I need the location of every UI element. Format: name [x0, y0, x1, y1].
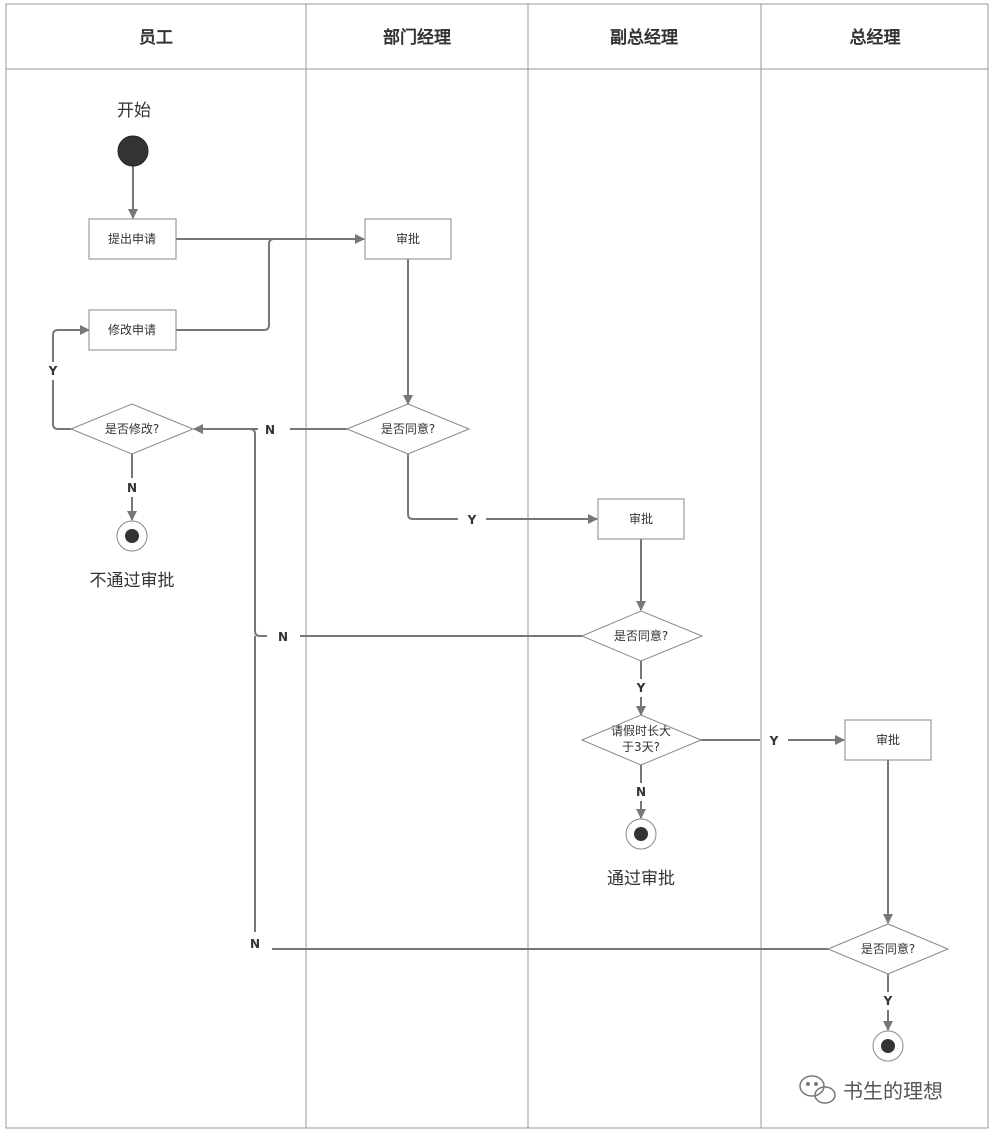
dept-decision-label: 是否同意?: [381, 421, 435, 436]
gm-end-node: [872, 1030, 904, 1062]
connectors: [52, 166, 893, 1031]
modify-decision: 是否修改?: [69, 403, 195, 455]
duration-decision: 请假时长大 于3天?: [580, 714, 703, 766]
gm-decision-label: 是否同意?: [861, 941, 915, 956]
lane-title-gm: 总经理: [850, 27, 901, 48]
label-no-dept: N: [265, 423, 275, 437]
label-yes-dept: Y: [467, 513, 477, 527]
modify-request-label: 修改申请: [108, 322, 156, 337]
vp-approve-box: 审批: [597, 498, 685, 540]
label-no-duration: N: [636, 785, 646, 799]
reject-end-node: [116, 520, 148, 552]
dept-decision: 是否同意?: [345, 403, 471, 455]
vp-approve-label: 审批: [629, 511, 653, 526]
label-yes-duration: Y: [769, 734, 779, 748]
pass-label: 通过审批: [607, 869, 675, 889]
pass-end-node: [625, 818, 657, 850]
start-label: 开始: [117, 101, 151, 121]
lane-title-employee: 员工: [139, 28, 173, 48]
submit-request-label: 提出申请: [108, 231, 156, 246]
gm-decision: 是否同意?: [826, 923, 950, 975]
duration-decision-label-line1: 请假时长大: [611, 724, 671, 738]
label-yes-vp: Y: [636, 681, 646, 695]
vp-decision-label: 是否同意?: [614, 628, 668, 643]
swimlane-frame: [5, 3, 989, 1129]
wechat-icon: [799, 1075, 836, 1104]
modify-request-box: 修改申请: [88, 309, 177, 351]
duration-decision-label-line2: 于3天?: [622, 740, 660, 754]
gm-approve-box: 审批: [844, 719, 932, 761]
vp-decision: 是否同意?: [580, 610, 704, 662]
lane-title-dept-manager: 部门经理: [383, 27, 451, 48]
label-no-modify: N: [127, 481, 137, 495]
label-yes-gm: Y: [883, 994, 893, 1008]
lane-title-vp: 副总经理: [610, 27, 678, 48]
reject-label: 不通过审批: [90, 571, 175, 591]
dept-approve-box: 审批: [364, 218, 452, 260]
watermark-text: 书生的理想: [843, 1079, 943, 1103]
start-node: [117, 135, 149, 167]
gm-approve-label: 审批: [876, 732, 900, 747]
label-no-vp: N: [278, 630, 288, 644]
submit-request-box: 提出申请: [88, 218, 177, 260]
dept-approve-label: 审批: [396, 231, 420, 246]
label-yes-modify: Y: [48, 364, 58, 378]
modify-decision-label: 是否修改?: [105, 421, 159, 436]
label-no-gm: N: [250, 937, 260, 951]
